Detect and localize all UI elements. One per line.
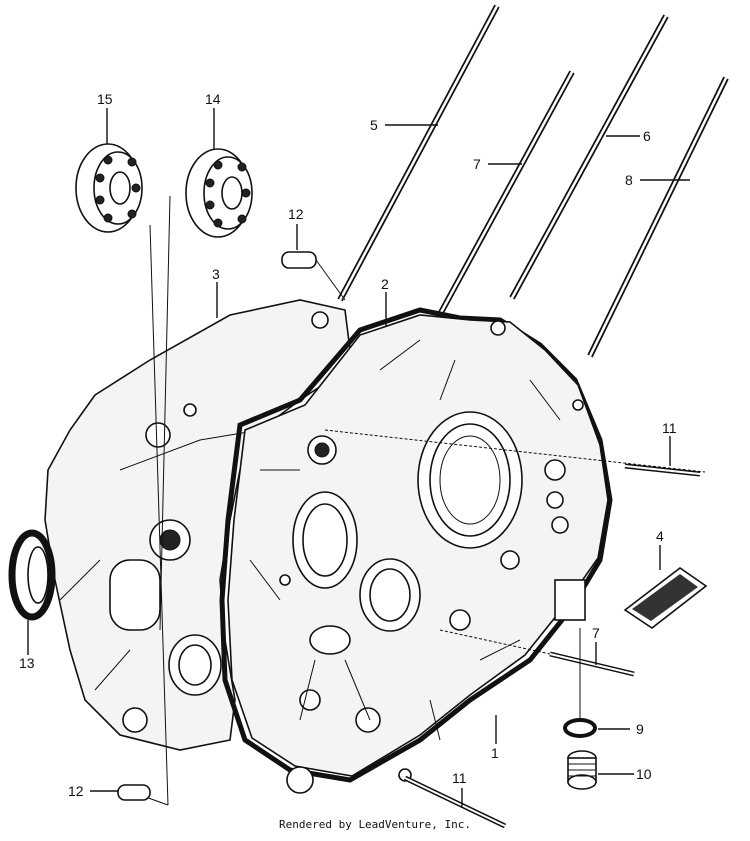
bolt-7-lower[interactable] bbox=[439, 629, 635, 677]
callout-1: 1 bbox=[491, 745, 499, 761]
footer-credit: Rendered by LeadVenture, Inc. bbox=[278, 818, 472, 831]
dowel-pin-12-upper[interactable] bbox=[281, 251, 346, 301]
callout-labels: 15 14 5 7 6 8 12 3 2 11 4 13 7 9 1 10 11… bbox=[19, 91, 677, 799]
right-crankcase-half[interactable] bbox=[227, 314, 609, 794]
callout-3: 3 bbox=[212, 266, 220, 282]
ball-bearing-15[interactable] bbox=[75, 143, 143, 233]
callout-12-lower: 12 bbox=[68, 783, 84, 799]
bolt-11-lower[interactable] bbox=[403, 775, 507, 829]
bolt-11-upper[interactable] bbox=[324, 429, 706, 477]
callout-4: 4 bbox=[656, 528, 664, 544]
sealing-washer[interactable] bbox=[563, 718, 597, 738]
callout-11-lower: 11 bbox=[452, 770, 467, 786]
dowel-pin-12-lower[interactable] bbox=[117, 784, 151, 801]
ball-bearing-14[interactable] bbox=[185, 148, 253, 238]
callout-5: 5 bbox=[370, 117, 378, 133]
drain-plug[interactable] bbox=[567, 750, 597, 790]
callout-15: 15 bbox=[97, 91, 113, 107]
callout-9: 9 bbox=[636, 721, 644, 737]
stud-bolt-5[interactable] bbox=[337, 4, 500, 302]
callout-8: 8 bbox=[625, 172, 633, 188]
callout-2: 2 bbox=[381, 276, 389, 292]
callout-10: 10 bbox=[636, 766, 652, 782]
stud-bolt-8[interactable] bbox=[587, 76, 729, 358]
oil-seal[interactable] bbox=[8, 529, 56, 621]
stud-bolt-6[interactable] bbox=[509, 14, 669, 300]
callout-11-upper: 11 bbox=[662, 420, 677, 436]
callout-7-upper: 7 bbox=[473, 156, 481, 172]
stud-bolt-7[interactable] bbox=[435, 70, 575, 320]
callout-12-upper: 12 bbox=[288, 206, 304, 222]
callout-7-lower: 7 bbox=[592, 625, 600, 641]
callout-13: 13 bbox=[19, 655, 35, 671]
callout-6: 6 bbox=[643, 128, 651, 144]
callout-14: 14 bbox=[205, 91, 221, 107]
leader-lines bbox=[27, 108, 690, 808]
oil-filter-screen[interactable] bbox=[623, 567, 708, 629]
